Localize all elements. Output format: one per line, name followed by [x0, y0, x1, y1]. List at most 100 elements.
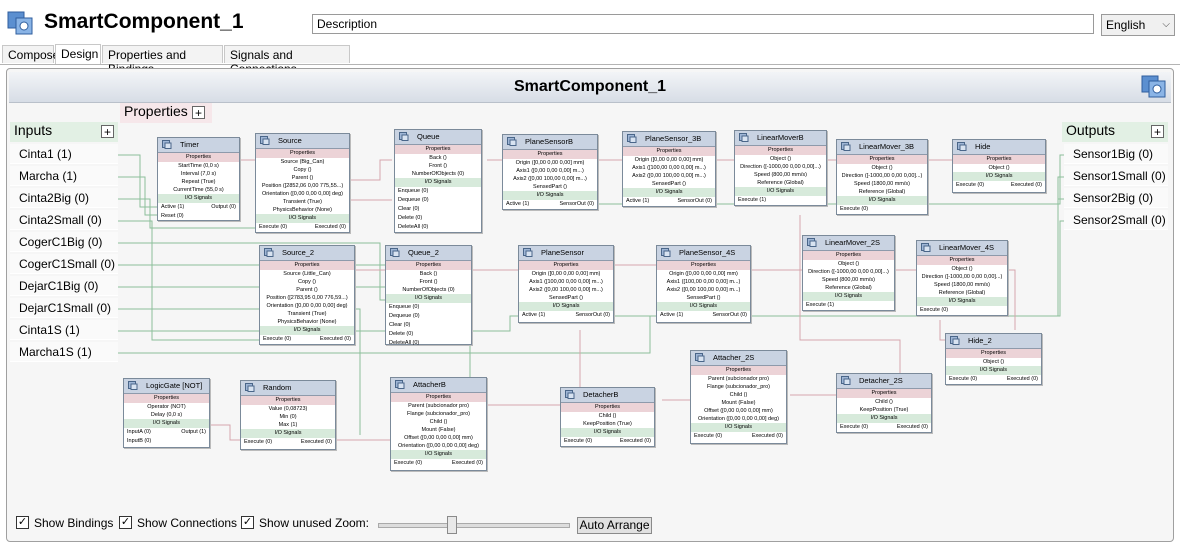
- node-property[interactable]: Reference (Global): [825, 285, 872, 291]
- node-property[interactable]: Object (): [769, 156, 792, 162]
- node-property[interactable]: Copy (): [297, 279, 317, 285]
- node-input-signal[interactable]: Execute (0): [949, 376, 978, 382]
- node-property[interactable]: Reference (Global): [757, 180, 804, 186]
- node-property[interactable]: Axis2 ([0,00 100,00 0,00] m...): [666, 287, 741, 293]
- node-property[interactable]: Axis1 ([100,00 0,00 0,00] m...): [529, 279, 603, 285]
- node-property[interactable]: Object (): [982, 359, 1005, 365]
- node-property[interactable]: Axis2 ([0,00 100,00 0,00] m...): [529, 287, 603, 293]
- tab-design[interactable]: Design: [55, 44, 101, 64]
- node-property[interactable]: Reference (Global): [858, 189, 906, 195]
- node-property[interactable]: Position ([2852,06 0,00 775,55...): [261, 183, 344, 189]
- node-property[interactable]: Offset ([0,00 0,00 0,00] mm): [704, 408, 773, 414]
- node-output-signal[interactable]: SensorOut (0): [575, 312, 610, 318]
- input-signal[interactable]: DejarC1Big (0): [10, 276, 118, 296]
- input-signal[interactable]: Marcha1S (1): [10, 342, 118, 362]
- node-input-signal[interactable]: Execute (0): [956, 182, 985, 188]
- node-property[interactable]: Flange (subcionador_pro): [407, 411, 470, 417]
- node-input-signal[interactable]: Active (1): [161, 204, 185, 210]
- node-input-signal[interactable]: Delete (0): [389, 331, 414, 337]
- node-property[interactable]: Repeat (True): [181, 179, 216, 185]
- node-output-signal[interactable]: Executed (0): [751, 433, 783, 439]
- node-property[interactable]: Front (): [428, 163, 448, 169]
- node-property[interactable]: Position ([2783,95 0,00 776,59...): [266, 295, 348, 301]
- node-property[interactable]: KeepPosition (True): [583, 421, 632, 427]
- node-output-signal[interactable]: Executed (0): [619, 438, 651, 444]
- node-property[interactable]: Speed (1800,00 mm/s): [854, 181, 910, 187]
- node-property[interactable]: Parent (): [291, 175, 314, 181]
- node-property[interactable]: Offset ([0,00 0,00 0,00] mm): [404, 435, 473, 441]
- node-property[interactable]: SensedPart (): [533, 184, 567, 190]
- node-property[interactable]: Operator (NOT): [147, 404, 186, 410]
- output-signal[interactable]: Sensor1Big (0): [1064, 144, 1168, 164]
- node-property[interactable]: Origin ([0,00 0,00 0,00] mm): [669, 271, 738, 277]
- input-signal[interactable]: CogerC1Small (0): [10, 254, 118, 274]
- node-property[interactable]: Axis2 ([0,00 100,00 0,00] m...): [513, 176, 587, 182]
- node-property[interactable]: Copy (): [293, 167, 312, 173]
- input-signal[interactable]: Cinta2Small (0): [10, 210, 118, 230]
- node-property[interactable]: Origin ([0,00 0,00 0,00] mm): [634, 157, 704, 163]
- node-property[interactable]: StartTime (0,0 s): [178, 163, 219, 169]
- output-signal[interactable]: Sensor2Small (0): [1064, 210, 1168, 230]
- node-property[interactable]: PhysicsBehavior (None): [273, 207, 332, 213]
- node-property[interactable]: Parent (subcionador pro): [708, 376, 769, 382]
- node-property[interactable]: Child (): [598, 413, 617, 419]
- node-property[interactable]: Orientation ([0,00 0,00 0,00] deg): [697, 416, 780, 422]
- node-property[interactable]: Object (): [871, 165, 893, 171]
- node-input-signal[interactable]: Execute (0): [564, 438, 593, 444]
- node-property[interactable]: Direction ([-1000,00 0,00 0,00]...): [841, 173, 923, 179]
- node-property[interactable]: Speed (1800,00 mm/s): [934, 282, 990, 288]
- node-input-signal[interactable]: Execute (0): [394, 460, 423, 466]
- node-property[interactable]: Object (): [837, 261, 860, 267]
- node-property[interactable]: Speed (800,00 mm/s): [822, 277, 875, 283]
- node-property[interactable]: Axis1 ([0,00 0,00 0,00] m...): [516, 168, 584, 174]
- node-property[interactable]: Parent (): [296, 287, 318, 293]
- node-property[interactable]: SensedPart (): [652, 181, 686, 187]
- node-input-signal[interactable]: Active (1): [660, 312, 684, 318]
- node-input-signal[interactable]: DeleteAll (0): [389, 340, 420, 346]
- node-property[interactable]: Value (0,08723): [268, 406, 308, 412]
- node-property[interactable]: Transient (True): [287, 311, 327, 317]
- node-property[interactable]: Parent (subcionador pro): [408, 403, 469, 409]
- node-property[interactable]: Mount (False): [421, 427, 456, 433]
- add-input-button[interactable]: +: [101, 125, 114, 138]
- node-output-signal[interactable]: Executed (0): [319, 336, 351, 342]
- node-property[interactable]: Object (): [988, 165, 1010, 171]
- node-property[interactable]: SensedPart (): [549, 295, 583, 301]
- input-signal[interactable]: Cinta1S (1): [10, 320, 118, 340]
- show-unused-checkbox[interactable]: ✓: [241, 516, 254, 529]
- node-property[interactable]: Back (): [419, 271, 438, 277]
- node-property[interactable]: Direction ([-1000,00 0,00 0,00]...): [921, 274, 1003, 280]
- show-bindings-checkbox[interactable]: ✓: [16, 516, 29, 529]
- node-input-signal[interactable]: Execute (0): [259, 224, 288, 230]
- zoom-slider[interactable]: [378, 523, 570, 528]
- node-property[interactable]: KeepPosition (True): [859, 407, 909, 413]
- node-property[interactable]: NumberOfObjects (0): [411, 171, 465, 177]
- node-property[interactable]: Mount (False): [721, 400, 756, 406]
- input-signal[interactable]: Cinta1 (1): [10, 144, 118, 164]
- node-property[interactable]: Child (): [729, 392, 748, 398]
- output-signal[interactable]: Sensor1Small (0): [1064, 166, 1168, 186]
- node-property[interactable]: Orientation ([0,00 0,00 0,00] deg): [266, 303, 348, 309]
- node-input-signal[interactable]: Dequeue (0): [389, 313, 420, 319]
- auto-arrange-button[interactable]: Auto Arrange: [577, 517, 652, 534]
- input-signal[interactable]: DejarC1Small (0): [10, 298, 118, 318]
- node-property[interactable]: Direction ([-1000,00 0,00 0,00]...): [808, 269, 889, 275]
- node-input-signal[interactable]: Dequeue (0): [398, 197, 429, 203]
- node-property[interactable]: Reference (Global): [938, 290, 986, 296]
- tab-compose[interactable]: Compose: [2, 45, 59, 63]
- node-property[interactable]: Front (): [419, 279, 438, 285]
- node-property[interactable]: Child (): [875, 399, 893, 405]
- node-input-signal[interactable]: InputA (0): [127, 429, 151, 435]
